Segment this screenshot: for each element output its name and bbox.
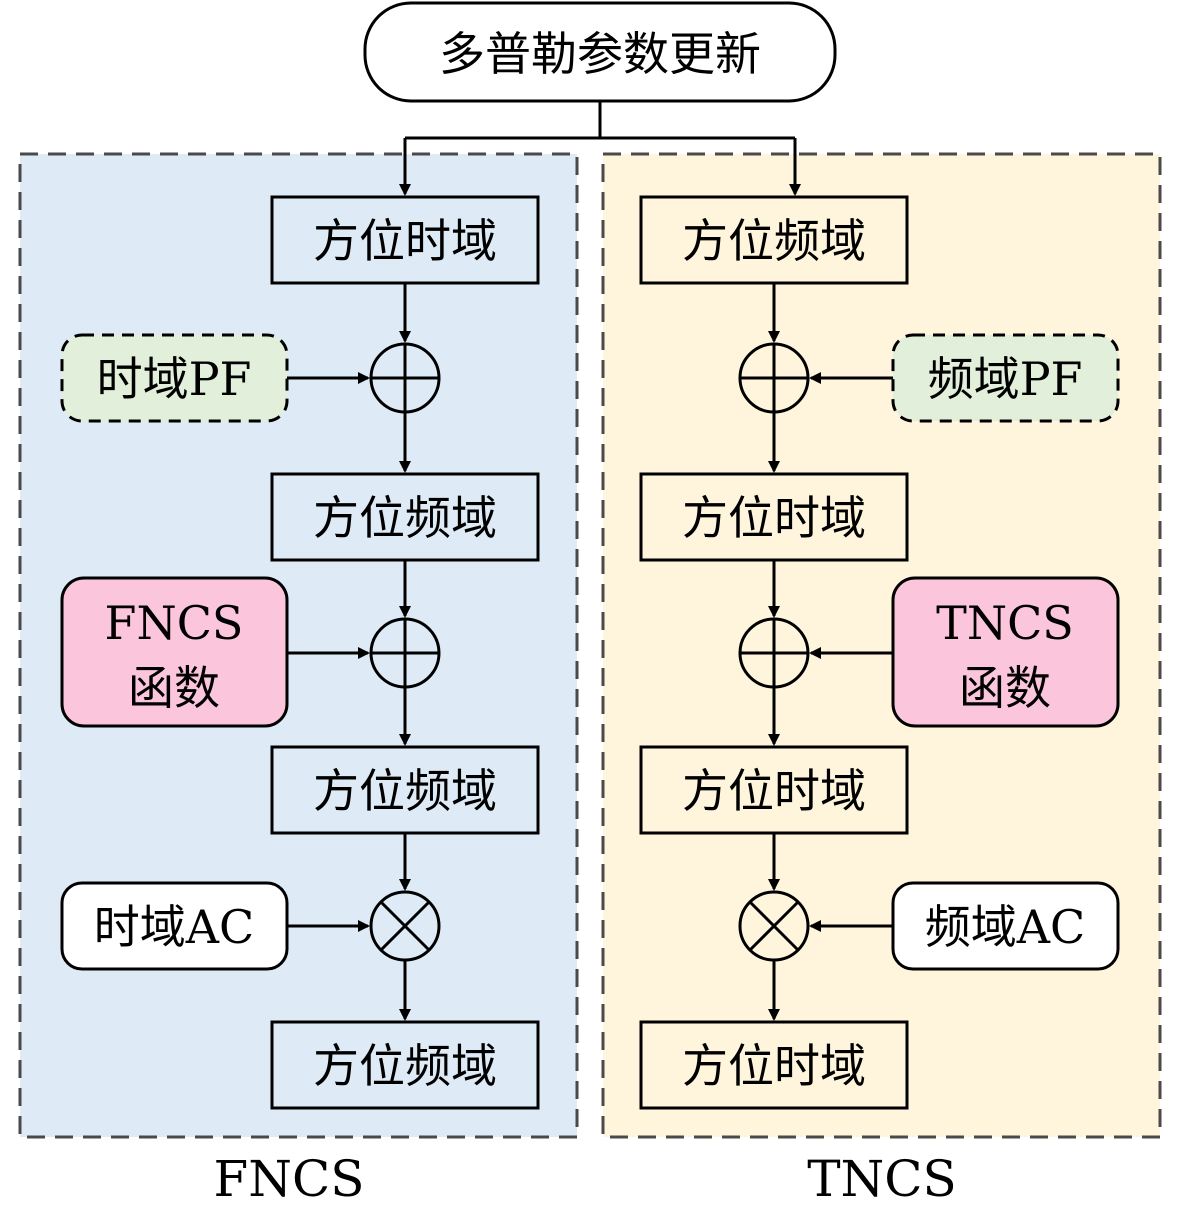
tncs-step-label-2: 方位时域 — [682, 491, 866, 545]
fncs-pf-input-label: 时域PF — [97, 352, 252, 406]
tncs-step-box-1 — [639, 195, 909, 285]
fncs-plus-operator-1 — [369, 342, 441, 414]
tncs-plus-operator-1 — [738, 342, 810, 414]
fncs-plus-operator-2 — [369, 617, 441, 689]
fncs-step-label-2: 方位频域 — [313, 491, 497, 545]
fncs-caption: FNCS — [214, 1150, 365, 1208]
fncs-ac-input-label: 时域AC — [94, 900, 254, 954]
fncs-step-label-3: 方位频域 — [313, 764, 497, 818]
fncs-step-box-2 — [270, 472, 540, 562]
tncs-pf-input-box — [891, 333, 1120, 423]
fncs-column: 方位时域 方位频域 方位频域 方位频域 — [60, 195, 540, 1110]
tncs-function-input-line2: 函数 — [959, 661, 1051, 715]
tncs-input-arrows — [809, 372, 893, 932]
tncs-caption: TNCS — [807, 1150, 957, 1208]
tncs-step-box-4 — [639, 1020, 909, 1110]
tncs-function-input-line1: TNCS — [936, 596, 1074, 650]
tncs-plus-operator-2 — [738, 617, 810, 689]
fncs-pf-input-box — [60, 333, 289, 423]
tncs-step-label-4: 方位时域 — [682, 1039, 866, 1093]
fncs-step-label-4: 方位频域 — [313, 1039, 497, 1093]
tncs-step-box-3 — [639, 745, 909, 835]
top-split-connector — [399, 101, 801, 196]
tncs-step-label-1: 方位频域 — [682, 214, 866, 268]
fncs-step-box-3 — [270, 745, 540, 835]
fncs-input-arrows — [287, 372, 370, 932]
tncs-ac-input-label: 频域AC — [925, 900, 1085, 954]
fncs-step-box-1 — [270, 195, 540, 285]
tncs-column: 方位频域 方位时域 方位时域 方位时域 — [639, 195, 1120, 1110]
fncs-step-label-1: 方位时域 — [313, 214, 497, 268]
fncs-step-box-4 — [270, 1020, 540, 1110]
fncs-function-input-line1: FNCS — [105, 596, 244, 650]
tncs-pf-input-label: 频域PF — [928, 352, 1083, 406]
fncs-function-input-line2: 函数 — [128, 661, 220, 715]
tncs-step-label-3: 方位时域 — [682, 764, 866, 818]
top-box-label: 多普勒参数更新 — [439, 27, 761, 81]
tncs-step-box-2 — [639, 472, 909, 562]
